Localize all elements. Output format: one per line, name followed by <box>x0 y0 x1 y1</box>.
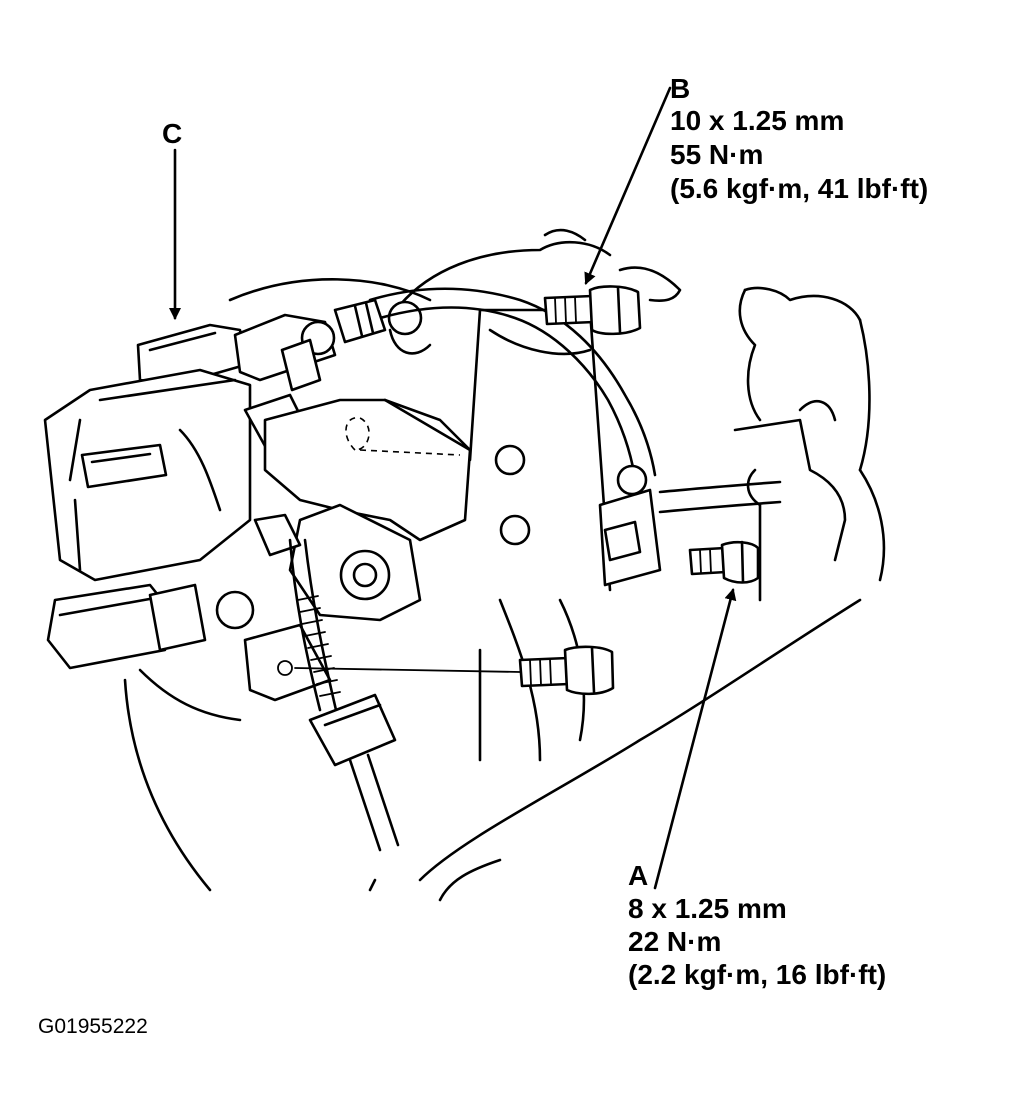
bolt-b <box>543 285 642 336</box>
callout-b-letter: B <box>670 73 691 104</box>
bolt-a <box>688 540 760 584</box>
callout-a-letter: A <box>628 860 649 891</box>
parking-brake-cable <box>288 538 400 852</box>
figure-code: G01955222 <box>38 1015 148 1038</box>
callout-b-torque: 55 N·m <box>670 139 764 170</box>
leader-arrows <box>169 86 737 890</box>
bolt-lower <box>294 645 615 696</box>
callout-a-size: 8 x 1.25 mm <box>628 893 787 924</box>
parking-brake-lever <box>253 398 472 622</box>
callout-c-letter: C <box>162 118 183 149</box>
callout-b-size: 10 x 1.25 mm <box>670 105 845 136</box>
callout-a-torque-alt: (2.2 kgf·m, 16 lbf·ft) <box>628 959 887 990</box>
hub-assembly <box>733 286 886 602</box>
callout-b-torque-alt: (5.6 kgf·m, 41 lbf·ft) <box>670 173 929 204</box>
brake-hose <box>333 287 782 514</box>
arrow-b <box>584 86 672 285</box>
brake-caliper <box>43 323 252 722</box>
arrow-a <box>653 588 737 890</box>
hose-bracket <box>598 464 662 587</box>
callout-a-torque: 22 N·m <box>628 926 722 957</box>
caliper-bracket <box>148 313 337 702</box>
